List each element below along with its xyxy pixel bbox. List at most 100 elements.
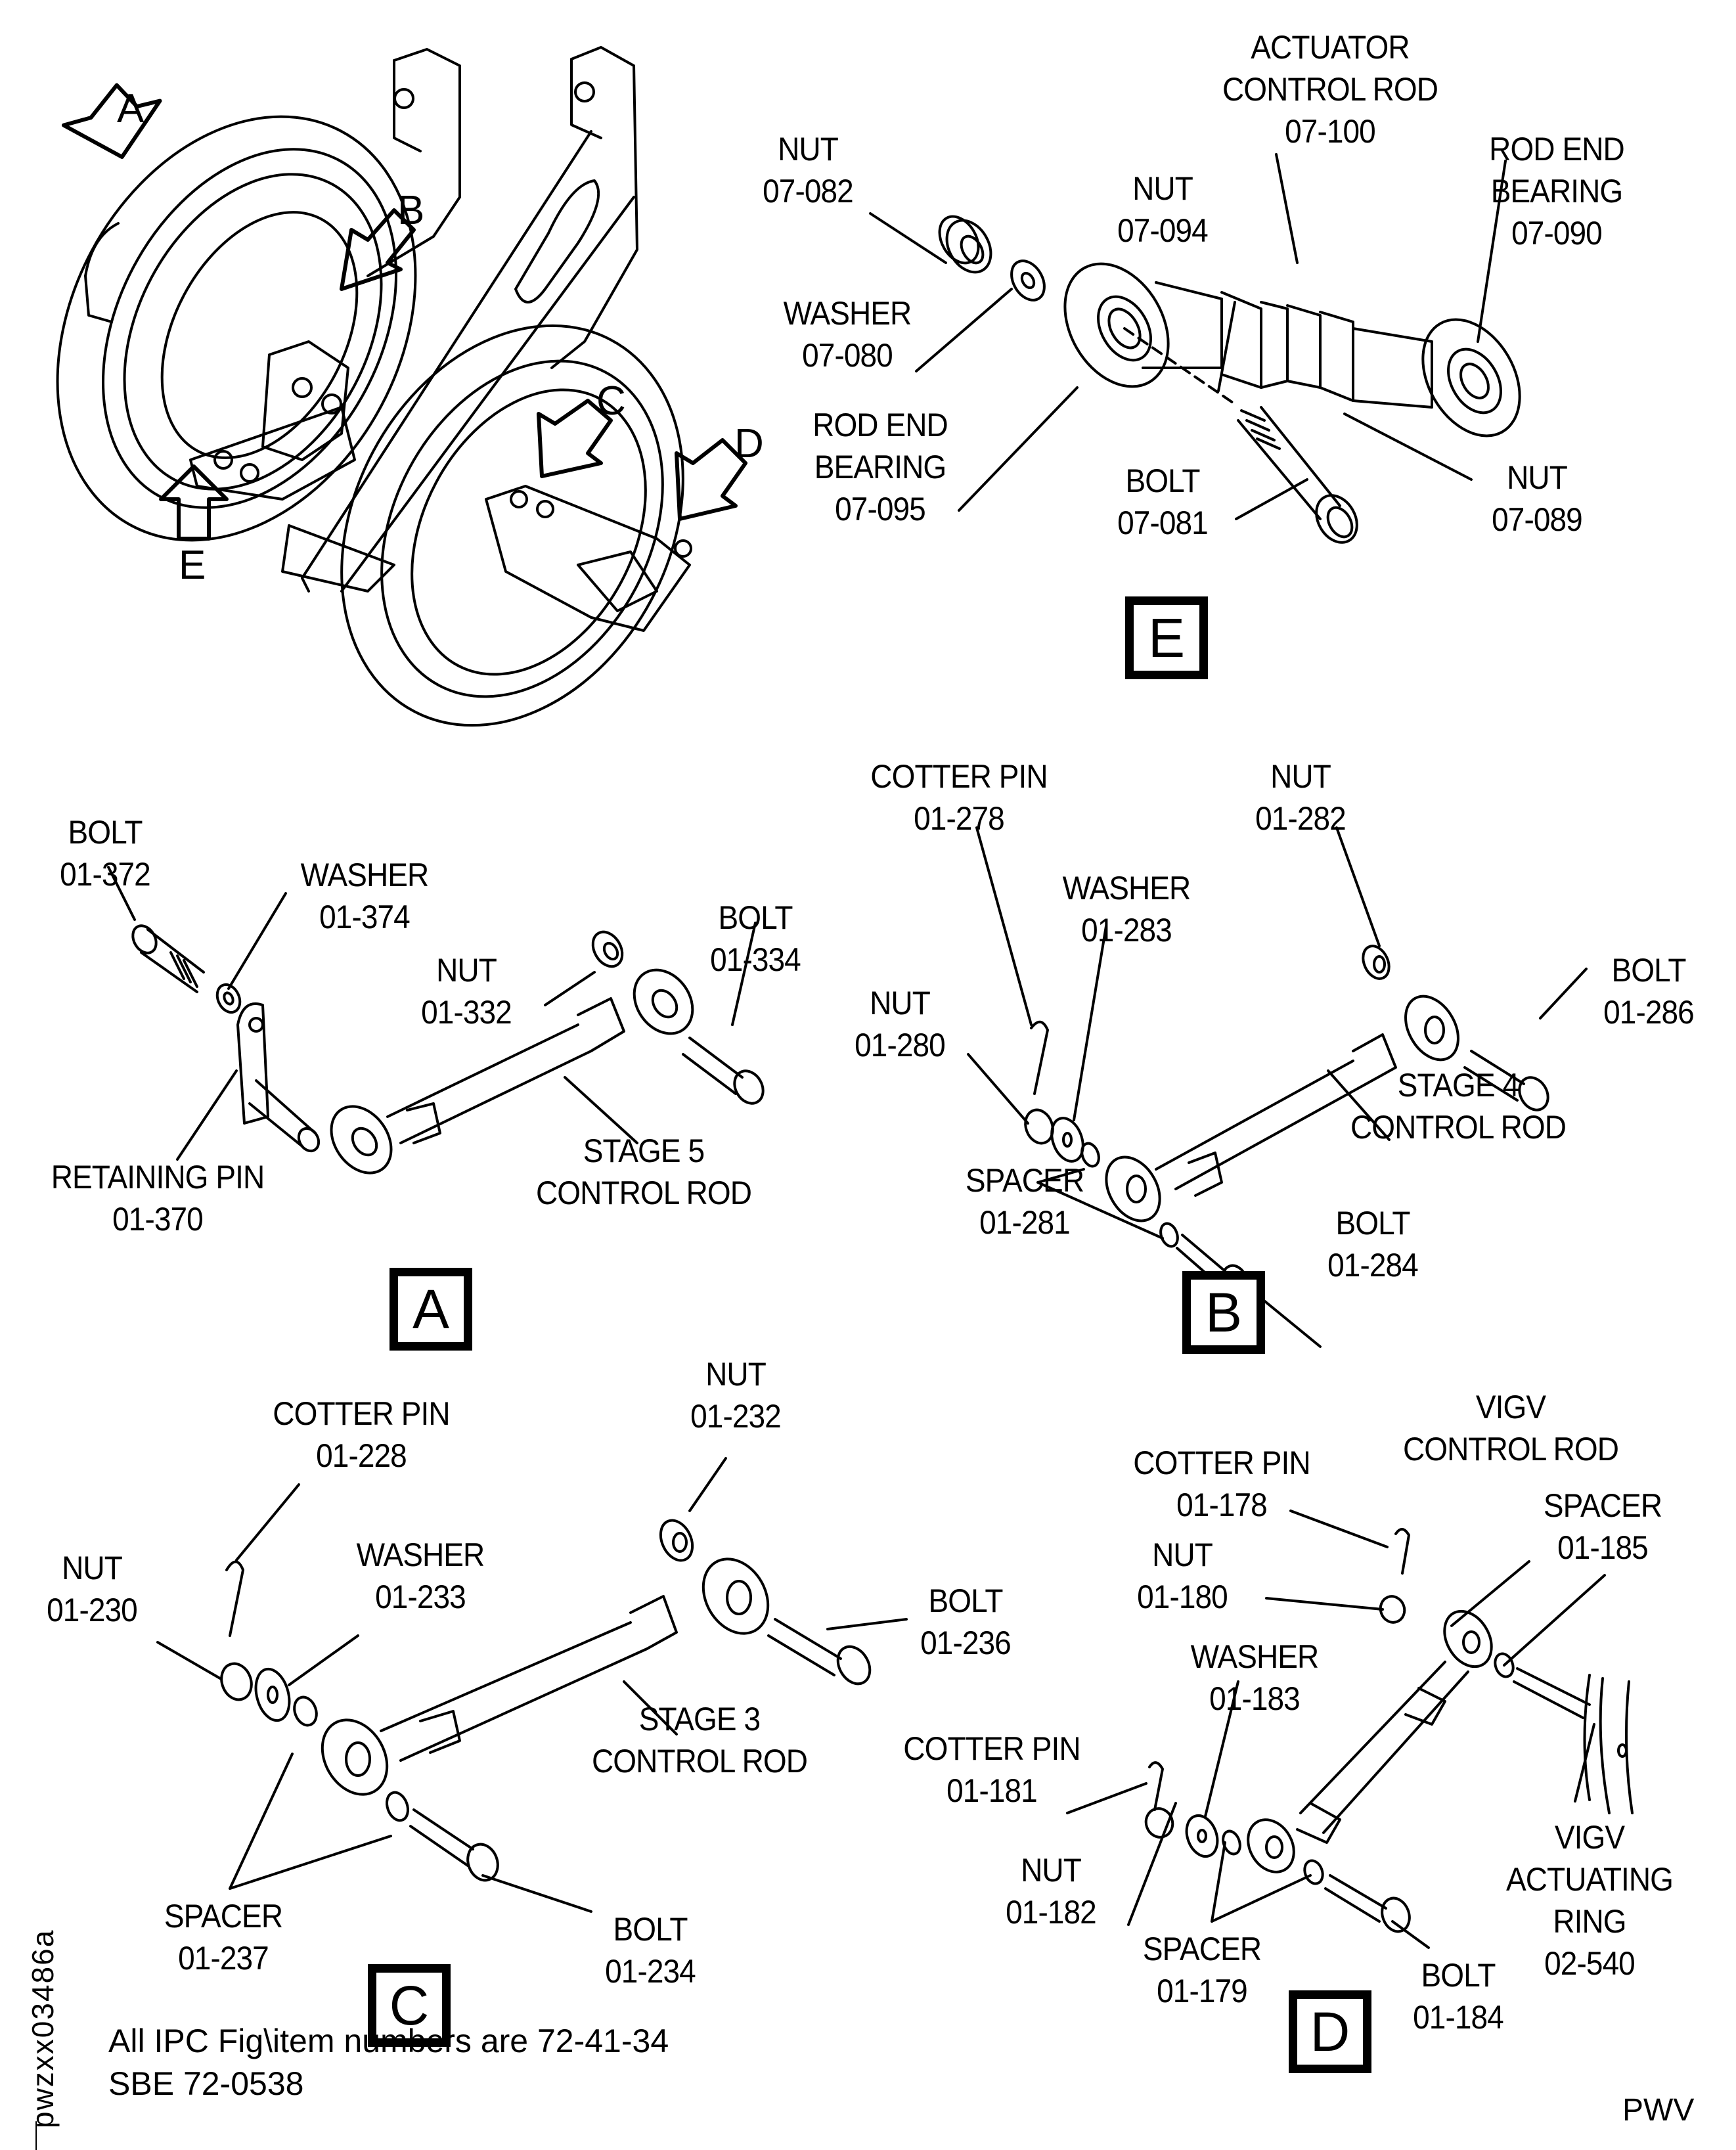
part-name: WASHER — [783, 295, 912, 332]
label-washer-01-374: WASHER 01-374 — [286, 854, 443, 938]
item-number: 01-180 — [1137, 1579, 1228, 1615]
callout-label-b: B — [397, 188, 425, 233]
item-number: 07-082 — [763, 173, 854, 210]
item-number: 01-286 — [1603, 994, 1695, 1031]
part-name: BOLT — [1611, 952, 1686, 989]
item-number: 07-094 — [1117, 212, 1209, 249]
part-name: NUT — [705, 1356, 767, 1393]
item-number: 01-372 — [60, 856, 151, 893]
part-name-2: CONTROL ROD — [1222, 71, 1438, 108]
view-label-e: E — [1125, 596, 1208, 679]
callout-arrow-a — [60, 73, 160, 163]
callout-arrow-e — [161, 466, 227, 539]
part-name: ROD END — [812, 407, 948, 443]
part-name-2: BEARING — [1490, 173, 1624, 210]
part-name: WASHER — [1190, 1638, 1320, 1675]
part-name: COTTER PIN — [903, 1730, 1080, 1767]
part-name: NUT — [1021, 1852, 1082, 1889]
label-bolt-01-184: BOLT 01-184 — [1386, 1954, 1531, 2038]
label-nut-01-230: NUT 01-230 — [26, 1547, 158, 1631]
overview-housing-drawing — [0, 47, 750, 785]
callout-arrow-b — [342, 210, 414, 289]
item-number: 01-374 — [319, 899, 411, 935]
label-spacer-01-237: SPACER 01-237 — [145, 1895, 301, 1979]
view-b-drawing — [968, 828, 1586, 1347]
label-nut-01-282: NUT 01-282 — [1234, 755, 1367, 840]
item-number: 01-181 — [946, 1772, 1038, 1809]
label-rod-end-bearing-07-095: ROD END BEARING 07-095 — [801, 404, 958, 530]
part-name: BOLT — [1125, 462, 1200, 499]
part-name: VIGV — [1554, 1819, 1625, 1856]
ipc-note: All IPC Fig\item numbers are 72-41-34 — [108, 2023, 669, 2059]
part-name: BOLT — [1421, 1957, 1496, 1994]
part-name: SPACER — [164, 1898, 283, 1935]
label-washer-01-283: WASHER 01-283 — [1048, 867, 1205, 951]
item-number: 07-089 — [1492, 501, 1583, 538]
label-spacer-01-185: SPACER 01-185 — [1524, 1485, 1681, 1569]
label-stage-4-control-rod: STAGE 4 CONTROL ROD — [1331, 1064, 1585, 1148]
part-name: RETAINING PIN — [51, 1159, 265, 1196]
label-vigv-control-rod: VIGV CONTROL ROD — [1384, 1386, 1637, 1470]
callout-arrow-c — [539, 401, 611, 476]
label-nut-01-182: NUT 01-182 — [979, 1849, 1124, 1933]
part-name: SPACER — [1142, 1931, 1262, 1967]
label-nut-01-180: NUT 01-180 — [1110, 1534, 1255, 1618]
part-name: COTTER PIN — [870, 758, 1048, 795]
part-name: NUT — [1270, 758, 1331, 795]
part-name: STAGE 4 — [1397, 1067, 1519, 1104]
callout-label-a: A — [117, 86, 145, 131]
item-number: 07-090 — [1511, 215, 1603, 252]
part-name: WASHER — [356, 1536, 485, 1573]
part-name: NUT — [1507, 459, 1568, 496]
view-label-b: B — [1182, 1271, 1265, 1354]
part-name-2: ACTUATING — [1505, 1861, 1674, 1898]
label-washer-01-233: WASHER 01-233 — [342, 1534, 499, 1618]
item-number: 01-334 — [710, 941, 801, 978]
part-name: ROD END — [1489, 131, 1625, 168]
part-name-2: BEARING — [814, 449, 947, 485]
part-name: BOLT — [613, 1911, 688, 1948]
part-name: VIGV — [1475, 1389, 1546, 1425]
label-nut-07-089: NUT 07-089 — [1471, 457, 1603, 541]
label-stage-5-control-rod: STAGE 5 CONTROL ROD — [517, 1130, 770, 1214]
label-spacer-01-179: SPACER 01-179 — [1123, 1928, 1280, 2012]
item-number: 01-237 — [178, 1940, 269, 1977]
item-number: 01-185 — [1557, 1529, 1649, 1566]
item-number: 01-284 — [1327, 1247, 1419, 1284]
figure-id: pwzxx03486a — [20, 1879, 66, 2128]
item-number: 01-282 — [1255, 800, 1347, 837]
item-number: 01-234 — [605, 1953, 696, 1990]
part-name: ACTUATOR — [1251, 29, 1410, 66]
label-spacer-01-281: SPACER 01-281 — [946, 1159, 1103, 1243]
label-cotter-pin-01-278: COTTER PIN 01-278 — [850, 755, 1067, 840]
part-name-2: CONTROL ROD — [1402, 1431, 1619, 1467]
part-name: COTTER PIN — [273, 1395, 450, 1432]
item-number: 01-280 — [855, 1027, 946, 1064]
part-name: NUT — [436, 952, 497, 989]
callout-label-e: E — [179, 543, 206, 588]
label-washer-01-183: WASHER 01-183 — [1176, 1636, 1333, 1720]
label-bolt-01-372: BOLT 01-372 — [39, 811, 171, 895]
item-number: 01-281 — [979, 1204, 1071, 1241]
part-name: NUT — [778, 131, 839, 168]
label-bolt-01-286: BOLT 01-286 — [1582, 949, 1715, 1033]
label-cotter-pin-01-181: COTTER PIN 01-181 — [883, 1728, 1100, 1812]
sbe-note: SBE 72-0538 — [108, 2065, 304, 2102]
label-nut-01-332: NUT 01-332 — [400, 949, 533, 1033]
item-number: 01-183 — [1209, 1680, 1301, 1717]
label-nut-01-280: NUT 01-280 — [834, 982, 966, 1066]
part-name: NUT — [870, 985, 931, 1021]
part-name: BOLT — [718, 899, 793, 936]
item-number: 01-370 — [112, 1201, 204, 1238]
item-number: 01-230 — [47, 1592, 138, 1628]
part-name: STAGE 5 — [583, 1132, 705, 1169]
part-name: SPACER — [1543, 1487, 1662, 1524]
item-number: 07-080 — [802, 337, 893, 374]
item-number: 01-184 — [1413, 1999, 1504, 2036]
item-number: 01-179 — [1157, 1973, 1248, 2009]
label-bolt-01-236: BOLT 01-236 — [899, 1580, 1032, 1664]
item-number: 07-100 — [1285, 113, 1376, 150]
label-nut-01-232: NUT 01-232 — [669, 1353, 802, 1437]
part-name-2: CONTROL ROD — [1350, 1109, 1567, 1146]
